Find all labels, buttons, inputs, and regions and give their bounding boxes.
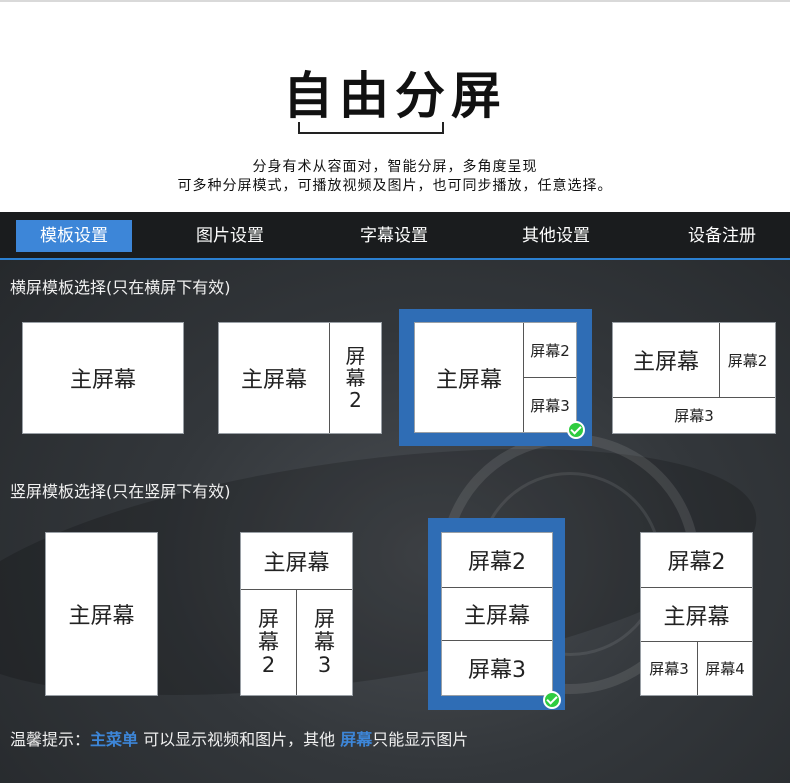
cell-divider: [613, 397, 775, 398]
screen-2-cell: 屏幕2: [442, 533, 552, 587]
tip-middle: 可以显示视频和图片，其他: [138, 730, 341, 749]
cell-divider: [329, 323, 330, 433]
screen-4-cell: 屏幕4: [698, 642, 752, 695]
subtitle-line-2: 可多种分屏模式，可播放视频及图片，也可同步播放，任意选择。: [177, 178, 613, 194]
screen-2-cell: 屏幕2: [641, 533, 752, 587]
screen-3-cell: 屏 幕 3: [297, 590, 352, 695]
main-screen-cell: 主屏幕: [442, 588, 552, 640]
cell-divider: [296, 590, 297, 695]
main-screen-cell: 主屏幕: [415, 323, 523, 432]
tab-image-settings[interactable]: 图片设置: [196, 226, 264, 246]
screen-3-cell: 屏幕3: [641, 642, 697, 695]
portrait-template-2[interactable]: 主屏幕 屏 幕 2 屏 幕 3: [240, 532, 353, 696]
check-circle-icon: [567, 421, 585, 439]
template-inner: 屏幕2 主屏幕 屏幕3: [441, 532, 553, 696]
screen-2-cell: 屏幕2: [524, 323, 576, 377]
cell-divider: [641, 587, 752, 588]
cell-divider: [524, 377, 576, 378]
tab-bar: 模板设置 图片设置 字幕设置 其他设置 设备注册: [0, 212, 790, 260]
tab-subtitle-settings[interactable]: 字幕设置: [360, 226, 428, 246]
tip-suffix: 只能显示图片: [372, 730, 469, 749]
cell-divider: [442, 587, 552, 588]
page-title: 自由分屏: [283, 67, 507, 125]
intro-header: 自由分屏 分身有术从容面对，智能分屏，多角度呈现 可多种分屏模式，可播放视频及图…: [0, 0, 790, 212]
cell-divider: [523, 323, 524, 432]
screen-3-cell: 屏幕3: [442, 641, 552, 695]
tip-screen: 屏幕: [340, 730, 373, 749]
footer-tip: 温馨提示：主菜单 可以显示视频和图片，其他 屏幕只能显示图片: [10, 726, 468, 750]
tip-prefix: 温馨提示：: [10, 730, 91, 749]
landscape-template-3-selected[interactable]: 主屏幕 屏幕2 屏幕3: [399, 309, 592, 446]
landscape-template-2[interactable]: 主屏幕 屏 幕 2: [218, 322, 382, 434]
portrait-template-4[interactable]: 屏幕2 主屏幕 屏幕3 屏幕4: [640, 532, 753, 696]
portrait-template-3-selected[interactable]: 屏幕2 主屏幕 屏幕3: [428, 518, 565, 710]
tab-template-settings[interactable]: 模板设置: [16, 220, 132, 252]
cell-divider: [241, 589, 352, 590]
tip-main-menu: 主菜单: [90, 730, 139, 749]
cell-divider: [697, 642, 698, 695]
title-underline-bracket: [298, 122, 444, 134]
settings-panel: 模板设置 图片设置 字幕设置 其他设置 设备注册 横屏模板选择(只在横屏下有效)…: [0, 212, 790, 783]
portrait-template-1[interactable]: 主屏幕: [45, 532, 158, 696]
screen-2-cell: 屏 幕 2: [241, 590, 296, 695]
cell-divider: [641, 641, 752, 642]
landscape-template-4[interactable]: 主屏幕 屏幕2 屏幕3: [612, 322, 776, 434]
screen-2-cell: 屏幕2: [720, 323, 775, 397]
landscape-section-label: 横屏模板选择(只在横屏下有效): [10, 278, 231, 297]
portrait-section-label: 竖屏模板选择(只在竖屏下有效): [10, 482, 231, 501]
main-screen-cell: 主屏幕: [219, 323, 329, 433]
screen-3-cell: 屏幕3: [524, 378, 576, 432]
landscape-template-1[interactable]: 主屏幕: [22, 322, 184, 434]
top-divider: [0, 0, 790, 2]
subtitle-line-1: 分身有术从容面对，智能分屏，多角度呈现: [252, 159, 538, 175]
main-screen-cell: 主屏幕: [23, 323, 183, 433]
main-screen-cell: 主屏幕: [613, 323, 719, 397]
main-screen-cell: 主屏幕: [641, 588, 752, 641]
cell-divider: [442, 640, 552, 641]
screen-2-cell: 屏 幕 2: [330, 323, 381, 433]
screen-3-cell: 屏幕3: [613, 398, 775, 433]
main-screen-cell: 主屏幕: [46, 533, 157, 695]
main-screen-cell: 主屏幕: [241, 533, 352, 589]
check-circle-icon: [543, 691, 561, 709]
template-inner: 主屏幕 屏幕2 屏幕3: [414, 322, 577, 433]
tab-other-settings[interactable]: 其他设置: [522, 226, 590, 246]
tab-device-registration[interactable]: 设备注册: [688, 226, 756, 246]
cell-divider: [719, 323, 720, 397]
